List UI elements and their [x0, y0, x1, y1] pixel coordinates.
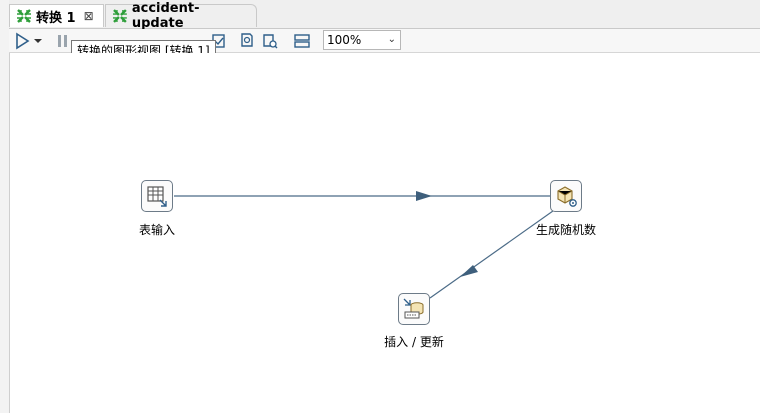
sql-button[interactable] — [260, 31, 280, 51]
graph-canvas[interactable]: 表输入 生成随机数 插入 / 更新 — [10, 53, 760, 413]
pause-icon — [58, 35, 67, 47]
transform-icon — [17, 9, 31, 23]
zoom-select[interactable]: 100% ⌄ — [323, 30, 401, 50]
table-input-icon — [147, 186, 167, 207]
rows-icon — [294, 34, 310, 48]
tab-transform-1[interactable]: 转换 1 ⊠ — [9, 4, 104, 27]
close-icon[interactable]: ⊠ — [83, 9, 94, 23]
step-random-number[interactable] — [550, 180, 582, 212]
db-search-icon — [263, 34, 278, 49]
hop-arrow-icon — [416, 191, 432, 201]
hops-layer — [174, 191, 561, 299]
layout-button[interactable] — [292, 31, 312, 51]
step-label: 生成随机数 — [535, 223, 597, 237]
step-label: 表输入 — [138, 223, 176, 237]
run-button[interactable] — [12, 31, 32, 51]
tab-bar: 转换 1 ⊠ accident-update — [9, 0, 760, 31]
cube-gear-icon — [557, 186, 577, 207]
db-insert-icon — [403, 298, 424, 319]
play-icon — [16, 32, 30, 50]
run-options-dropdown[interactable] — [33, 31, 43, 51]
step-insert-update[interactable] — [398, 293, 430, 325]
tab-label: accident-update — [131, 1, 200, 31]
transform-icon — [112, 9, 127, 23]
left-gutter — [0, 0, 10, 413]
analyze-button[interactable] — [237, 31, 257, 51]
tab-accident-update[interactable]: accident-update — [105, 1, 257, 31]
chevron-down-icon — [34, 39, 42, 43]
doc-search-icon — [241, 33, 253, 47]
step-label: 插入 / 更新 — [384, 335, 444, 349]
pause-button[interactable] — [53, 31, 73, 51]
zoom-value: 100% — [327, 33, 362, 47]
hop-arrow-icon — [460, 265, 478, 277]
tab-label: 转换 1 — [36, 10, 76, 26]
hop-random-to-insert[interactable] — [429, 205, 561, 299]
step-table-input[interactable] — [141, 180, 173, 212]
chevron-down-icon: ⌄ — [387, 34, 396, 45]
